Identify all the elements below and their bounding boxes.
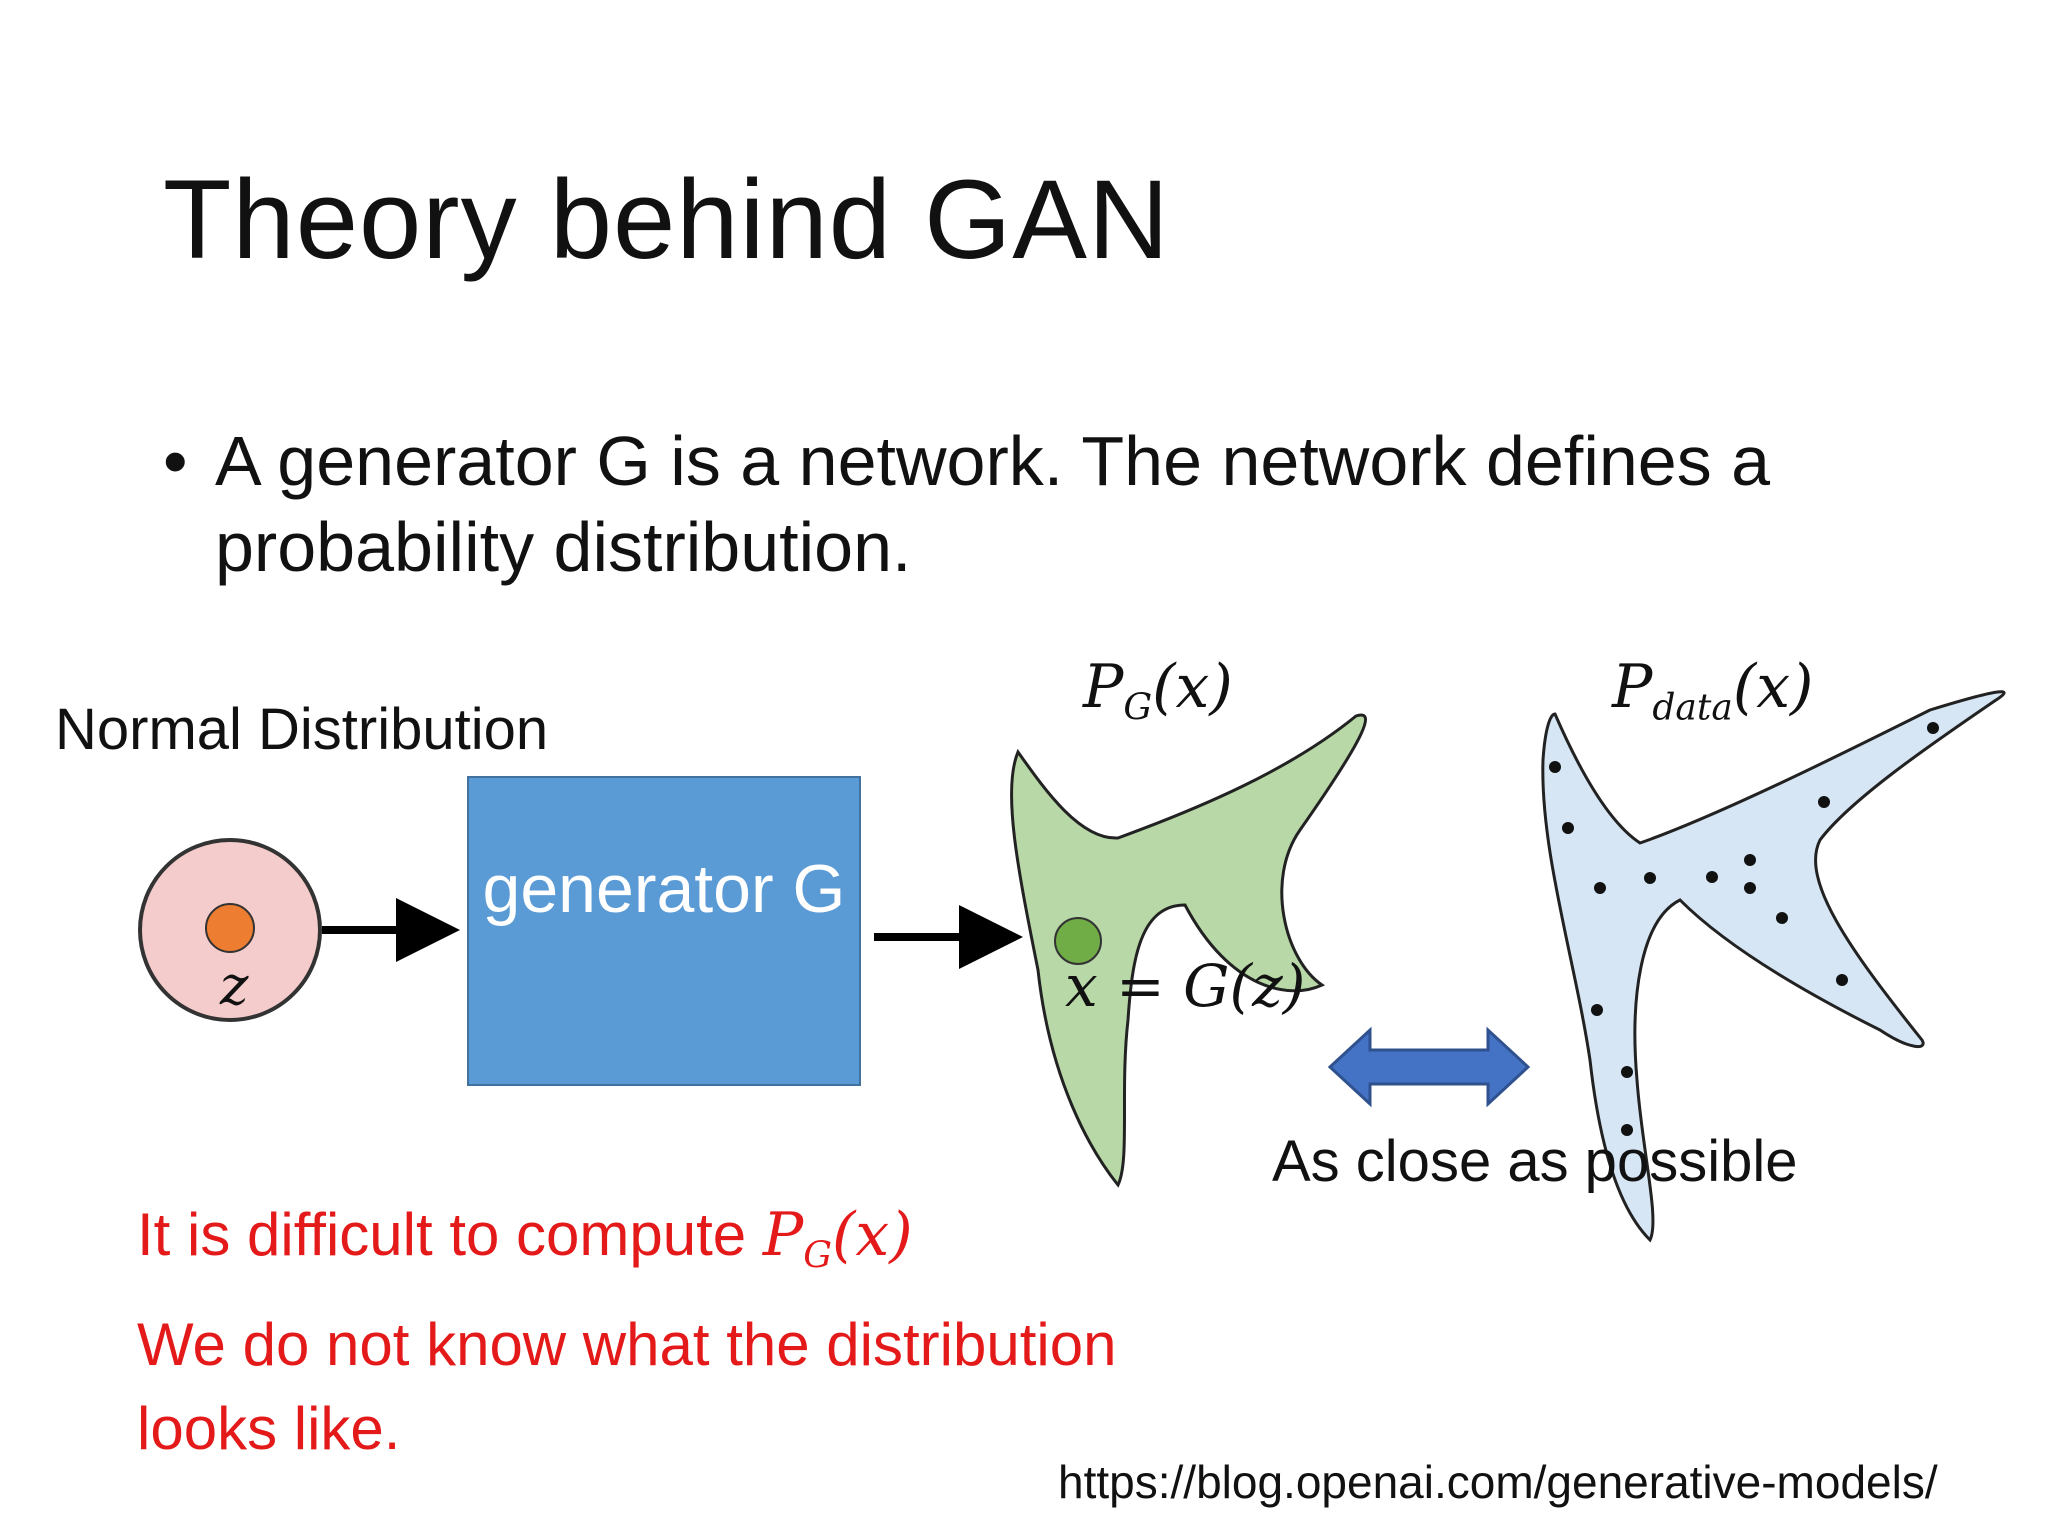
pg-distribution-shape bbox=[1009, 713, 1368, 1188]
data-point bbox=[1818, 796, 1830, 808]
data-point bbox=[1644, 872, 1656, 884]
data-point bbox=[1621, 1124, 1633, 1136]
pdata-arg: (x) bbox=[1732, 652, 1814, 722]
difficult-pg-symbol: PG(x) bbox=[762, 1200, 913, 1277]
data-point bbox=[1744, 882, 1756, 894]
data-point bbox=[1927, 722, 1939, 734]
data-points bbox=[1549, 722, 1939, 1136]
data-point bbox=[1549, 761, 1561, 773]
pg-symbol: PG(x) bbox=[1083, 652, 1233, 729]
data-point bbox=[1594, 882, 1606, 894]
slide-title: Theory behind GAN bbox=[163, 157, 1170, 282]
data-point bbox=[1836, 974, 1848, 986]
pdata-sub: data bbox=[1652, 687, 1733, 729]
source-url: https://blog.openai.com/generative-model… bbox=[1058, 1456, 1938, 1508]
z-dot bbox=[205, 903, 255, 953]
pdata-symbol: Pdata(x) bbox=[1612, 652, 1813, 729]
pg-arg: (x) bbox=[1152, 652, 1233, 722]
difficult-pg-base: P bbox=[762, 1200, 804, 1270]
data-point bbox=[1776, 912, 1788, 924]
data-point bbox=[1591, 1004, 1603, 1016]
data-point bbox=[1706, 871, 1718, 883]
difficult-pg-sub: G bbox=[803, 1235, 832, 1277]
sample-x-dot bbox=[1054, 917, 1102, 965]
close-as-possible-label: As close as possible bbox=[1272, 1129, 1798, 1194]
bullet-text: A generator G is a network. The network … bbox=[215, 422, 1771, 586]
z-label: z bbox=[220, 954, 249, 1017]
bullet-marker: • bbox=[163, 422, 188, 500]
data-point bbox=[1562, 822, 1574, 834]
generator-label: generator G bbox=[482, 851, 846, 927]
difficult-to-compute-text: It is difficult to compute PG(x) bbox=[137, 1200, 913, 1277]
data-point bbox=[1621, 1066, 1633, 1078]
pg-sub: G bbox=[1123, 687, 1153, 729]
pg-base: P bbox=[1083, 652, 1124, 722]
generator-box: generator G bbox=[467, 776, 861, 1086]
x-equals-gz: x = G(z) bbox=[1065, 952, 1306, 1020]
pdata-base: P bbox=[1612, 652, 1653, 722]
double-arrow bbox=[1327, 1026, 1531, 1108]
data-point bbox=[1744, 854, 1756, 866]
pdata-distribution-shape bbox=[1541, 690, 2006, 1243]
difficult-text: It is difficult to compute bbox=[137, 1201, 763, 1268]
difficult-pg-arg: (x) bbox=[831, 1200, 913, 1270]
unknown-distribution-text: We do not know what the distribution loo… bbox=[137, 1311, 1117, 1462]
